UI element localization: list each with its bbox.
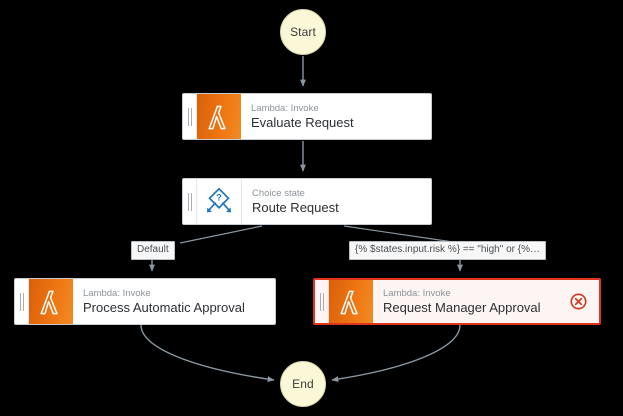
- state-subtitle: Lambda: Invoke: [251, 103, 319, 114]
- edge-route-to-default-label: [179, 225, 263, 244]
- edge-request-to-end: [331, 324, 461, 383]
- choice-state-icon: ?: [197, 179, 242, 224]
- state-subtitle: Lambda: Invoke: [83, 288, 151, 299]
- edge-label-condition[interactable]: {% $states.input.risk %} == "high" or {%…: [349, 241, 546, 260]
- edge-label-default[interactable]: Default: [131, 241, 175, 260]
- state-title: Evaluate Request: [251, 115, 354, 130]
- edge-route-to-condition-label: [343, 225, 461, 244]
- state-node-evaluate-request[interactable]: Lambda: Invoke Evaluate Request: [182, 93, 432, 140]
- edge-process-to-end: [140, 324, 275, 383]
- state-subtitle: Lambda: Invoke: [383, 288, 451, 299]
- start-node-label: Start: [290, 25, 316, 39]
- end-node[interactable]: End: [280, 361, 326, 407]
- state-node-route-request[interactable]: ? Choice state Route Request: [182, 178, 432, 225]
- aws-lambda-icon: [29, 279, 73, 324]
- drag-handle[interactable]: [183, 179, 197, 224]
- aws-lambda-icon: [197, 94, 241, 139]
- drag-handle[interactable]: [15, 279, 29, 324]
- state-subtitle: Choice state: [252, 188, 305, 199]
- start-node[interactable]: Start: [280, 9, 326, 55]
- state-node-process-automatic-approval[interactable]: Lambda: Invoke Process Automatic Approva…: [14, 278, 276, 325]
- state-title: Process Automatic Approval: [83, 300, 245, 315]
- state-title: Request Manager Approval: [383, 300, 541, 315]
- end-node-label: End: [292, 377, 314, 391]
- drag-handle[interactable]: [315, 280, 329, 323]
- state-node-request-manager-approval[interactable]: Lambda: Invoke Request Manager Approval: [313, 278, 601, 325]
- svg-text:?: ?: [216, 192, 222, 202]
- aws-lambda-icon: [329, 280, 373, 323]
- drag-handle[interactable]: [183, 94, 197, 139]
- error-badge-icon[interactable]: [570, 280, 599, 323]
- state-title: Route Request: [252, 200, 339, 215]
